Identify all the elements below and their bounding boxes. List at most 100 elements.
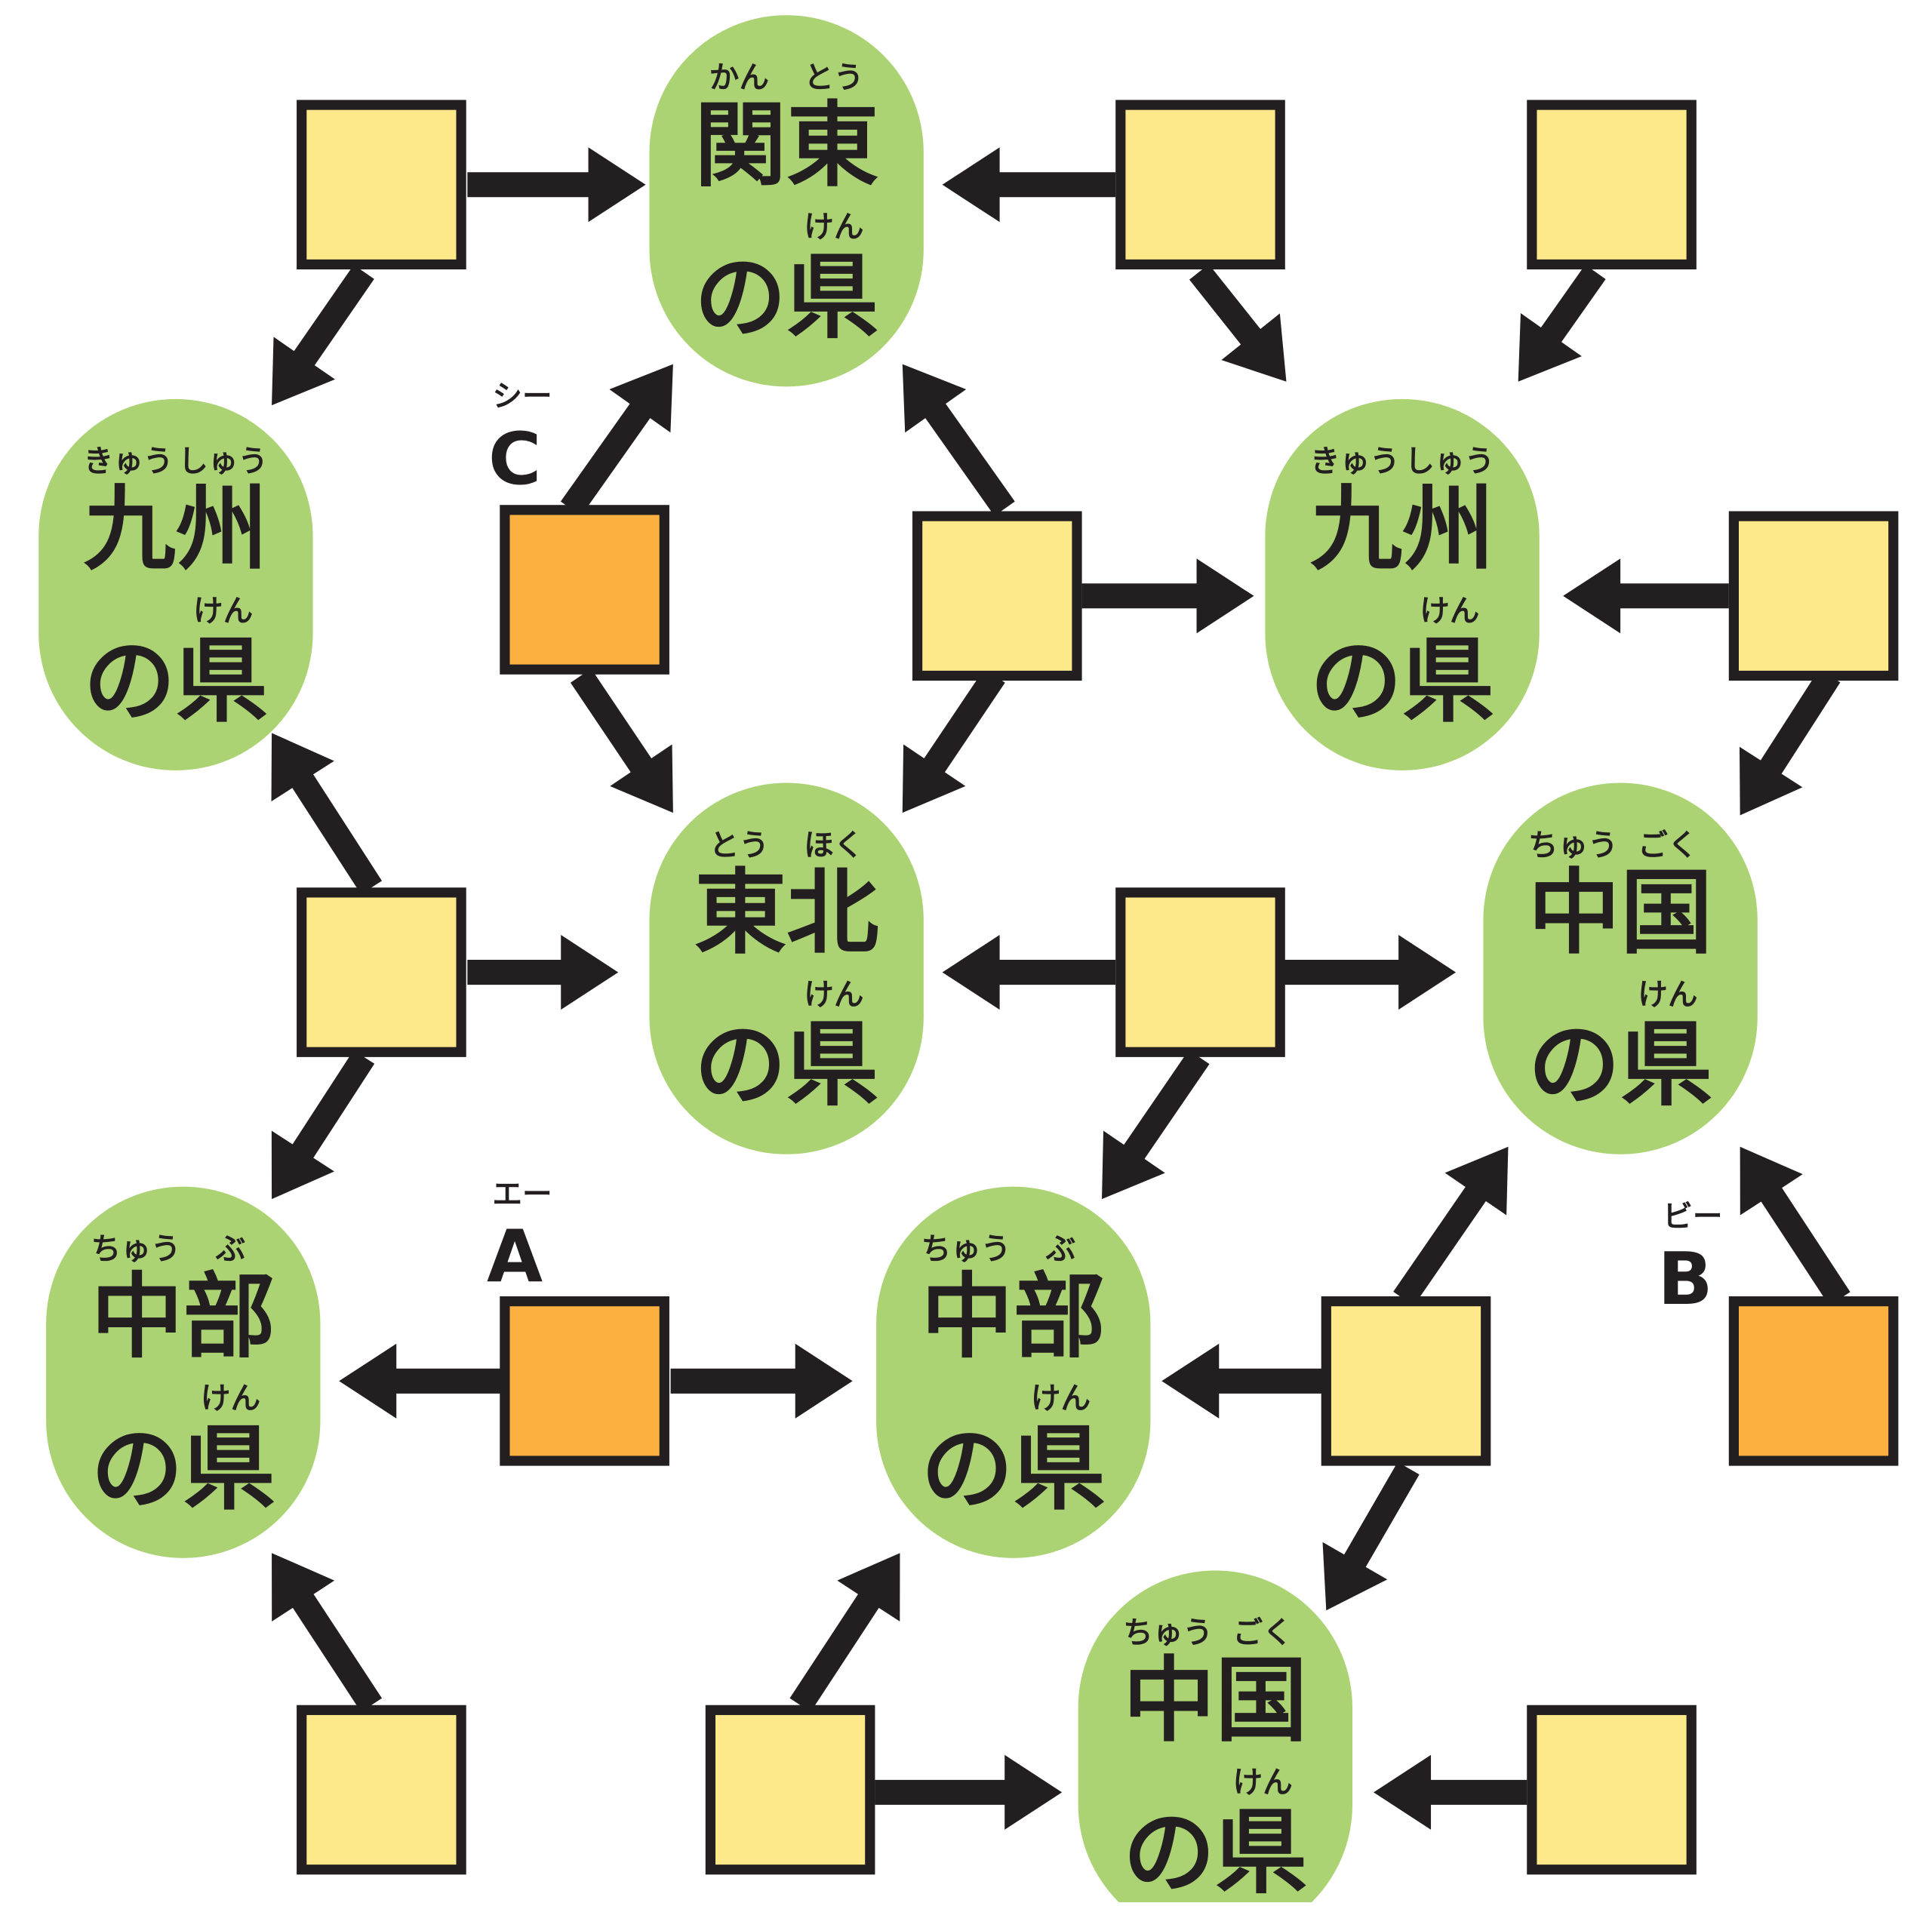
arrow — [570, 669, 673, 813]
arrow — [1081, 558, 1254, 634]
region-ruby-2: ごく — [1232, 1615, 1292, 1650]
region-pill — [1265, 398, 1540, 771]
region-pill — [46, 1186, 321, 1558]
region-name: 中部 — [921, 1263, 1106, 1370]
region-pill — [1483, 782, 1758, 1154]
answer-box-blank[interactable] — [1527, 100, 1697, 270]
region-suffix: の県 — [1123, 1800, 1307, 1902]
arrow — [1563, 558, 1729, 634]
arrow-shape — [942, 147, 1116, 223]
answer-box-blank[interactable] — [297, 887, 466, 1057]
answer-box-blank[interactable] — [1527, 1705, 1697, 1875]
region-ruby-2: ぶ — [215, 1231, 246, 1266]
region-ruby-2: ごく — [1638, 828, 1697, 862]
arrow-shape — [272, 1553, 383, 1712]
arrow — [670, 1343, 853, 1419]
answer-box-blank[interactable] — [297, 1705, 466, 1875]
answer-box-b[interactable] — [1728, 1296, 1899, 1466]
arrow-shape — [1284, 935, 1457, 1010]
region-suffix: の県 — [694, 1012, 878, 1119]
region-suffix: の県 — [91, 1416, 275, 1523]
suffix-ruby: けん — [804, 210, 863, 244]
answer-box-blank[interactable] — [705, 1705, 875, 1875]
arrow-shape — [875, 1754, 1063, 1830]
answer-box-c[interactable] — [500, 505, 669, 675]
region-name: 中国 — [1528, 859, 1712, 967]
arrow-shape — [942, 935, 1116, 1010]
arrow-shape — [271, 733, 383, 895]
region-suffix: の県 — [84, 628, 268, 735]
arrow — [1161, 1343, 1324, 1419]
answer-box-blank[interactable] — [297, 100, 466, 270]
region-ruby-1: ちゅう — [91, 1231, 181, 1266]
region-name: 東北 — [694, 859, 878, 967]
arrow-shape — [1393, 1146, 1509, 1306]
region-name: 中国 — [1123, 1647, 1307, 1754]
arrow — [1740, 1146, 1850, 1306]
region-pill — [1078, 1570, 1352, 1906]
arrow — [902, 669, 1005, 813]
region-name: 中部 — [91, 1263, 275, 1370]
arrow — [467, 147, 646, 223]
region-suffix: の県 — [1528, 1012, 1712, 1119]
suffix-ruby: けん — [201, 1382, 260, 1416]
region-suffix: の県 — [694, 244, 878, 351]
suffix-ruby: けん — [1638, 978, 1697, 1013]
answer-box-blank[interactable] — [1321, 1296, 1491, 1466]
letter-ruby: エー — [492, 1177, 552, 1212]
suffix-ruby: けん — [193, 594, 253, 629]
arrow-shape — [467, 147, 646, 223]
arrow-shape — [1161, 1343, 1324, 1419]
region-ruby-1: ちゅう — [1528, 828, 1618, 862]
letter: A — [487, 1214, 543, 1299]
arrow — [272, 264, 374, 406]
arrow — [942, 935, 1116, 1010]
region-tohoku: とうほく東北けんの県 — [649, 782, 924, 1154]
boxes-layer — [297, 100, 1899, 1875]
letter: B — [1657, 1237, 1712, 1321]
answer-box-blank[interactable] — [1115, 887, 1285, 1057]
region-chugoku-bottom: ちゅうごく中国けんの県 — [1078, 1570, 1352, 1906]
arrow — [1189, 264, 1287, 382]
region-pill — [876, 1186, 1151, 1558]
region-chugoku-right: ちゅうごく中国けんの県 — [1483, 782, 1758, 1154]
answer-box-a[interactable] — [500, 1296, 669, 1466]
region-pill — [38, 398, 313, 771]
arrow — [875, 1754, 1063, 1830]
regions-layer: かんとう関東けんの県きゅうしゅう九州けんの県きゅうしゅう九州けんの県とうほく東北… — [38, 15, 1758, 1906]
arrow-shape — [1189, 264, 1287, 382]
suffix-ruby: けん — [804, 978, 863, 1013]
answer-box-blank[interactable] — [1728, 511, 1899, 681]
region-suffix: の県 — [1310, 628, 1494, 735]
region-pill — [649, 15, 924, 387]
region-name: 関東 — [694, 92, 878, 199]
region-ruby-1: きゅう — [84, 444, 174, 479]
arrow-shape — [1563, 558, 1729, 634]
arrow-shape — [1322, 1462, 1420, 1611]
arrow — [902, 364, 1015, 516]
region-suffix: の県 — [921, 1416, 1106, 1523]
arrow-shape — [670, 1343, 853, 1419]
answer-box-blank[interactable] — [1115, 100, 1285, 270]
arrow — [1393, 1146, 1509, 1306]
arrow-shape — [560, 364, 673, 516]
region-ruby-1: ちゅう — [1123, 1615, 1213, 1650]
letter: C — [488, 417, 541, 501]
arrow — [271, 733, 383, 895]
arrow — [271, 1050, 375, 1200]
letter-ruby: シー — [492, 380, 552, 414]
region-ruby-2: しゅう — [1404, 444, 1494, 479]
arrow — [1739, 669, 1841, 816]
arrow — [1374, 1754, 1527, 1830]
region-name: 九州 — [1310, 476, 1494, 583]
arrow-shape — [271, 1050, 375, 1200]
arrow-shape — [1102, 1050, 1210, 1200]
region-ruby-1: かん — [709, 60, 769, 95]
region-ruby-1: とう — [709, 828, 769, 862]
arrow-shape — [1739, 669, 1841, 816]
region-ruby-1: ちゅう — [921, 1231, 1011, 1266]
arrow-shape — [339, 1343, 505, 1419]
answer-box-blank[interactable] — [912, 511, 1082, 681]
region-ruby-2: とう — [804, 60, 863, 95]
